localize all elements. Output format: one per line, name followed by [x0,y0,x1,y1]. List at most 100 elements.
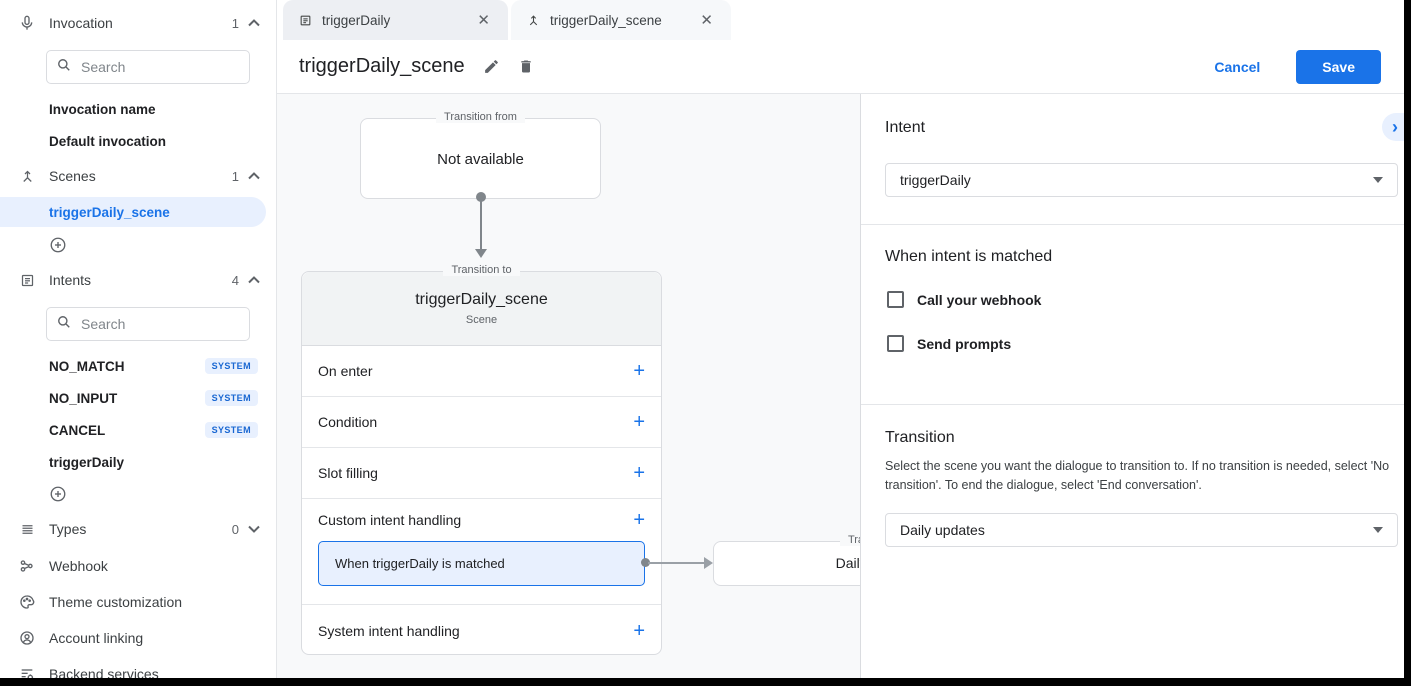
window-edge-right [1404,0,1411,686]
sidebar-item-triggerdaily-scene[interactable]: triggerDaily_scene [0,197,266,227]
section-count: 1 [231,15,239,31]
not-available-text: Not available [437,151,524,168]
intents-search[interactable] [46,307,250,341]
intents-search-input[interactable] [81,316,211,332]
intent-icon [299,14,312,27]
add-scene-button[interactable] [0,229,276,261]
services-icon [16,666,38,678]
divider [861,224,1411,225]
palette-icon [16,594,38,610]
checkbox-unchecked[interactable] [887,335,904,352]
add-icon[interactable]: + [633,411,645,433]
node-legend: Transition to [302,264,661,276]
checkbox-unchecked[interactable] [887,291,904,308]
intent-select[interactable]: triggerDaily [885,163,1398,197]
item-label: CANCEL [49,422,106,438]
sidebar-item-invocation-name[interactable]: Invocation name [0,93,276,125]
handler-label: When triggerDaily is matched [335,556,505,571]
save-button[interactable]: Save [1296,49,1381,84]
page-title: triggerDaily_scene [299,55,465,77]
system-badge: SYSTEM [204,358,258,374]
scene-icon [527,14,540,27]
tab-triggerdaily[interactable]: triggerDaily ✕ [283,0,508,40]
connector-dot [476,192,486,202]
chevron-up-icon[interactable] [248,19,260,27]
sidebar-item-default-invocation[interactable]: Default invocation [0,125,276,157]
cancel-button[interactable]: Cancel [1214,58,1261,75]
scene-card-header: triggerDaily_scene Scene [302,272,661,346]
edit-icon[interactable] [483,58,500,75]
invocation-search[interactable] [46,50,250,84]
invocation-search-input[interactable] [81,59,211,75]
row-slot-filling[interactable]: Slot filling + [302,448,661,499]
custom-intent-handling-header[interactable]: Custom intent handling + [318,499,645,541]
checkbox-label: Call your webhook [917,291,1042,308]
tab-label: triggerDaily [322,12,391,28]
editor-tabstrip: triggerDaily ✕ triggerDaily_scene ✕ [277,0,1411,40]
system-badge: SYSTEM [204,390,258,406]
sidebar-item-cancel-intent[interactable]: CANCEL SYSTEM [0,414,276,446]
add-icon[interactable]: + [633,619,645,642]
search-icon [57,315,71,334]
transition-select-value: Daily updates [900,522,985,538]
connector-line [648,562,705,564]
link-label: Theme customization [49,594,183,610]
sidebar-section-scenes[interactable]: Scenes 1 [0,157,276,195]
account-icon [16,630,38,646]
tab-triggerdaily-scene[interactable]: triggerDaily_scene ✕ [511,0,731,40]
send-prompts-checkbox-row[interactable]: Send prompts [887,335,1011,352]
sidebar-item-account-linking[interactable]: Account linking [0,620,276,656]
scene-card-title: triggerDaily_scene [415,291,548,308]
system-badge: SYSTEM [204,422,258,438]
arrowhead-right-icon [704,557,713,569]
intent-select-value: triggerDaily [900,172,971,188]
add-icon[interactable]: + [633,360,645,382]
row-on-enter[interactable]: On enter + [302,346,661,397]
sidebar-item-backend-services[interactable]: Backend services [0,656,276,678]
close-icon[interactable]: ✕ [700,12,713,29]
close-icon[interactable]: ✕ [477,12,490,29]
item-label: NO_MATCH [49,358,125,374]
sidebar-item-triggerdaily-intent[interactable]: triggerDaily [0,446,276,478]
sidebar-item-no-input[interactable]: NO_INPUT SYSTEM [0,382,276,414]
connector-dot [641,558,650,567]
sidebar-section-invocation[interactable]: Invocation 1 [0,4,276,42]
collapse-panel-button[interactable]: › [1382,113,1404,141]
section-count: 4 [231,272,239,288]
transition-from-node: Transition from Not available [360,111,601,199]
link-label: Webhook [49,558,108,574]
row-label: On enter [318,363,373,379]
add-icon[interactable]: + [633,509,645,531]
scene-card-subtitle: Scene [465,314,498,326]
transition-select[interactable]: Daily updates [885,513,1398,547]
add-icon[interactable]: + [633,462,645,484]
scene-card: Transition to triggerDaily_scene Scene O… [301,264,662,656]
row-system-intent-handling[interactable]: System intent handling + [302,605,661,656]
sidebar-item-theme-customization[interactable]: Theme customization [0,584,276,620]
call-webhook-checkbox-row[interactable]: Call your webhook [887,291,1041,308]
sidebar-item-no-match[interactable]: NO_MATCH SYSTEM [0,350,276,382]
chevron-down-icon[interactable] [248,525,260,533]
section-count: 0 [231,521,239,537]
scenes-icon [16,169,38,184]
sidebar-section-intents[interactable]: Intents 4 [0,261,276,299]
scene-editor-header: triggerDaily_scene Cancel Save [277,40,1411,94]
transition-description: Select the scene you want the dialogue t… [885,459,1390,493]
section-label: Scenes [49,168,96,184]
row-condition[interactable]: Condition + [302,397,661,448]
chevron-up-icon[interactable] [248,172,260,180]
section-label: Types [49,521,87,537]
transition-heading: Transition [885,429,955,446]
chevron-up-icon[interactable] [248,276,260,284]
checkbox-label: Send prompts [917,335,1012,352]
add-intent-button[interactable] [0,478,276,510]
delete-icon[interactable] [518,58,534,75]
chevron-right-icon: › [1392,116,1398,137]
link-label: Account linking [49,630,144,646]
search-icon [57,58,71,77]
handler-when-triggerdaily-matched[interactable]: When triggerDaily is matched [318,541,645,586]
link-label: Backend services [49,666,159,678]
sidebar-item-webhook[interactable]: Webhook [0,548,276,584]
sidebar-section-types[interactable]: Types 0 [0,510,276,548]
window-edge-bottom [0,678,1411,686]
